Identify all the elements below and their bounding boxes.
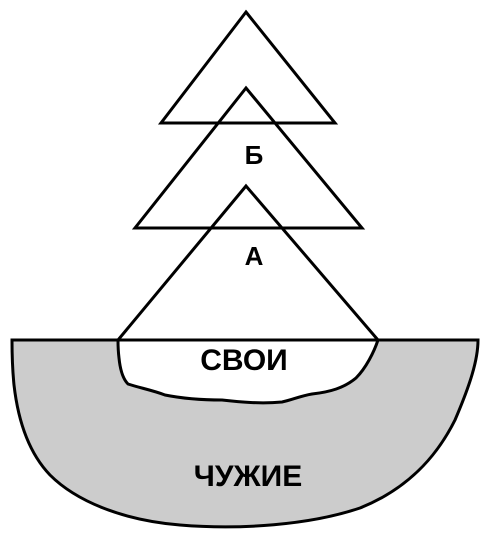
inner-region-shape [116,338,381,405]
lower-triangle [114,183,382,342]
top-triangle [157,9,339,125]
label-middle-triangle: А [245,241,264,271]
label-top-triangle: Б [245,140,264,170]
label-outer-region: ЧУЖИЕ [194,460,302,493]
outer-region-shape [10,338,480,529]
label-inner-region: СВОИ [200,344,287,377]
middle-triangle [131,85,366,230]
